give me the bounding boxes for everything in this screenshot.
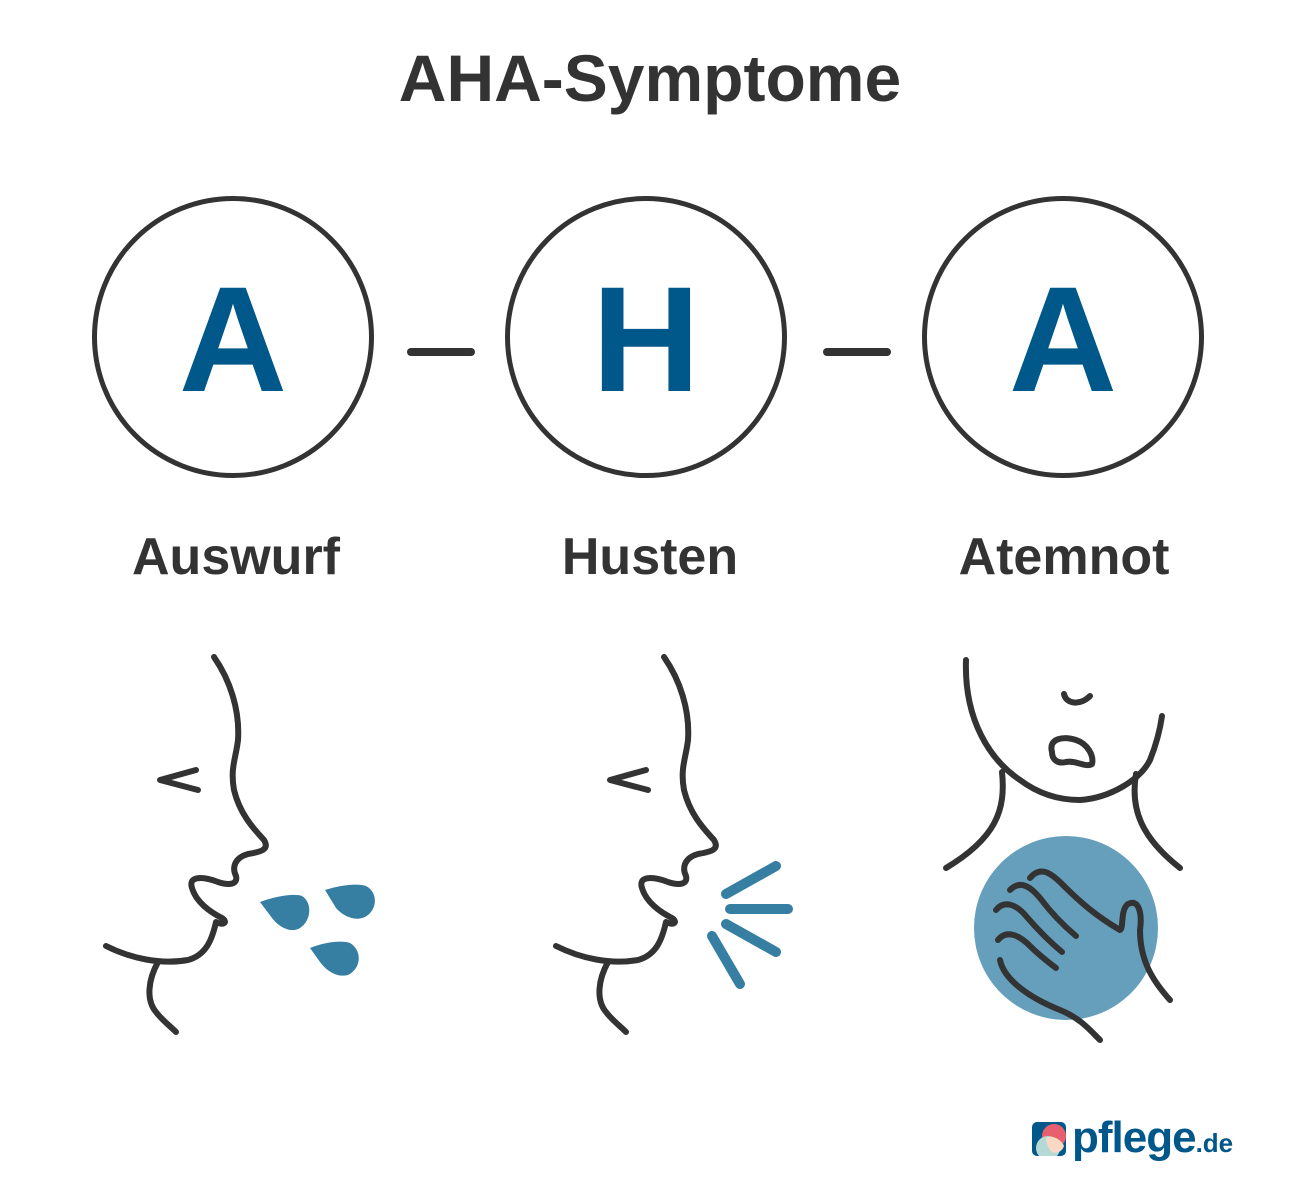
- letter-circle-1: A: [92, 196, 374, 478]
- dash-divider-1: [407, 348, 475, 356]
- face-spitting-droplets-icon: [103, 654, 375, 1035]
- letter-a-1: A: [178, 255, 288, 423]
- dash-divider-2: [823, 348, 891, 356]
- label-atemnot: Atemnot: [958, 528, 1170, 586]
- letter-h: H: [591, 255, 701, 423]
- page-title: AHA-Symptome: [398, 41, 902, 115]
- logo-tld: .de: [1195, 1128, 1234, 1158]
- logo-mark-icon: [1032, 1122, 1066, 1156]
- letter-a-2: A: [1008, 255, 1118, 423]
- label-auswurf: Auswurf: [132, 528, 340, 586]
- letter-circle-2: H: [505, 196, 787, 478]
- letter-circle-3: A: [922, 196, 1204, 478]
- hand-on-chest-breathless-icon: [943, 657, 1183, 1043]
- logo-wordmark: pflege: [1072, 1113, 1197, 1162]
- face-coughing-icon: [553, 654, 793, 1035]
- pflege-logo: pflege .de: [1032, 1116, 1233, 1160]
- label-husten: Husten: [561, 528, 739, 586]
